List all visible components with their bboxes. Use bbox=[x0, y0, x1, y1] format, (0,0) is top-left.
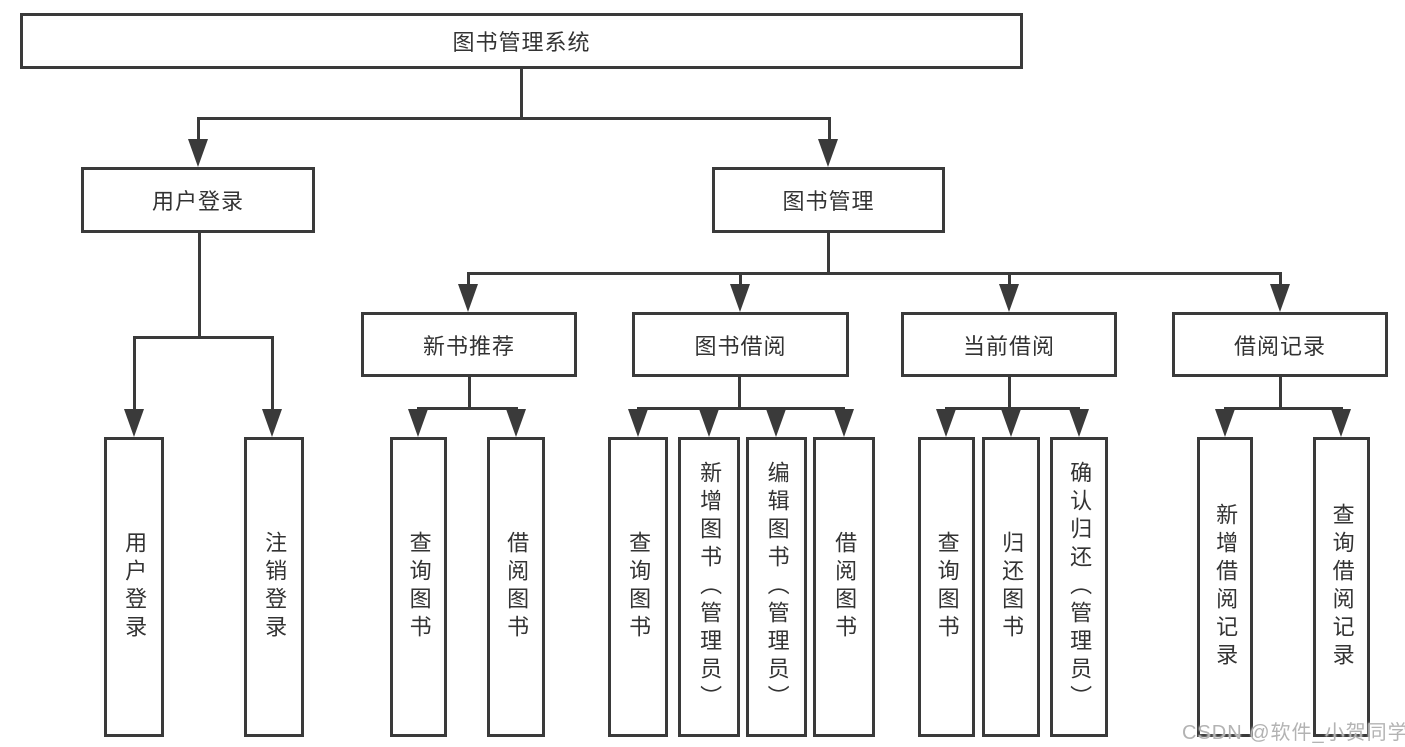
arrowhead-icon bbox=[834, 409, 854, 437]
node-current-borrowing: 当前借阅 bbox=[901, 312, 1117, 377]
arrowhead-icon bbox=[1069, 409, 1089, 437]
arrowhead-icon bbox=[730, 284, 750, 312]
connector-line bbox=[739, 272, 742, 286]
connector-line bbox=[1008, 272, 1011, 286]
connector-line bbox=[1008, 377, 1011, 410]
leaf-label: 注销登录 bbox=[262, 531, 288, 643]
leaf-label: 查询图书 bbox=[934, 531, 960, 643]
leaf-label: 新增图书（管理员） bbox=[697, 461, 723, 713]
leaf-label: 借阅图书 bbox=[504, 531, 530, 643]
leaf-logout: 注销登录 bbox=[244, 437, 304, 737]
arrowhead-icon bbox=[262, 409, 282, 437]
node-library-system: 图书管理系统 bbox=[20, 13, 1023, 69]
connector-line bbox=[197, 117, 200, 143]
arrowhead-icon bbox=[458, 284, 478, 312]
node-new-book-recommend: 新书推荐 bbox=[361, 312, 577, 377]
connector-line bbox=[467, 272, 470, 286]
leaf-borrow-books-recommend: 借阅图书 bbox=[487, 437, 545, 737]
node-book-management: 图书管理 bbox=[712, 167, 945, 233]
leaf-query-borrow-record: 查询借阅记录 bbox=[1313, 437, 1370, 737]
leaf-borrow-books-borrowing: 借阅图书 bbox=[813, 437, 875, 737]
arrowhead-icon bbox=[1270, 284, 1290, 312]
arrowhead-icon bbox=[999, 284, 1019, 312]
leaf-label: 用户登录 bbox=[122, 531, 148, 643]
watermark: CSDN @软件_小贺同学 bbox=[1182, 722, 1405, 744]
leaf-edit-book-admin: 编辑图书（管理员） bbox=[746, 437, 807, 737]
connector-line bbox=[133, 336, 136, 411]
connector-line bbox=[467, 272, 1282, 275]
arrowhead-icon bbox=[188, 139, 208, 167]
connector-line bbox=[133, 336, 274, 339]
arrowhead-icon bbox=[936, 409, 956, 437]
leaf-label: 查询图书 bbox=[626, 531, 652, 643]
arrowhead-icon bbox=[699, 409, 719, 437]
connector-line bbox=[1279, 272, 1282, 286]
arrowhead-icon bbox=[506, 409, 526, 437]
leaf-user-login: 用户登录 bbox=[104, 437, 164, 737]
connector-line bbox=[271, 336, 274, 411]
arrowhead-icon bbox=[628, 409, 648, 437]
arrowhead-icon bbox=[1215, 409, 1235, 437]
leaf-add-borrow-record: 新增借阅记录 bbox=[1197, 437, 1253, 737]
connector-line bbox=[945, 407, 1080, 410]
leaf-add-book-admin: 新增图书（管理员） bbox=[678, 437, 740, 737]
leaf-label: 查询借阅记录 bbox=[1329, 503, 1355, 671]
arrowhead-icon bbox=[1001, 409, 1021, 437]
leaf-label: 借阅图书 bbox=[832, 531, 858, 643]
connector-line bbox=[1279, 377, 1282, 410]
leaf-query-books-recommend: 查询图书 bbox=[390, 437, 447, 737]
connector-line bbox=[637, 407, 845, 410]
leaf-query-books-current: 查询图书 bbox=[918, 437, 975, 737]
node-book-borrowing: 图书借阅 bbox=[632, 312, 849, 377]
connector-line bbox=[828, 117, 831, 143]
connector-line bbox=[1224, 407, 1343, 410]
connector-line bbox=[198, 233, 201, 339]
connector-line bbox=[520, 69, 523, 119]
node-user-login: 用户登录 bbox=[81, 167, 315, 233]
connector-line bbox=[417, 407, 518, 410]
arrowhead-icon bbox=[1331, 409, 1351, 437]
leaf-label: 新增借阅记录 bbox=[1213, 503, 1239, 671]
leaf-return-books: 归还图书 bbox=[982, 437, 1040, 737]
arrowhead-icon bbox=[408, 409, 428, 437]
connector-line bbox=[468, 377, 471, 410]
leaf-label: 归还图书 bbox=[999, 531, 1025, 643]
arrowhead-icon bbox=[124, 409, 144, 437]
leaf-label: 确认归还（管理员） bbox=[1067, 461, 1093, 713]
leaf-confirm-return-admin: 确认归还（管理员） bbox=[1050, 437, 1108, 737]
leaf-label: 查询图书 bbox=[406, 531, 432, 643]
arrowhead-icon bbox=[766, 409, 786, 437]
leaf-label: 编辑图书（管理员） bbox=[764, 461, 790, 713]
connector-line bbox=[738, 377, 741, 410]
node-borrowing-records: 借阅记录 bbox=[1172, 312, 1388, 377]
leaf-query-books-borrowing: 查询图书 bbox=[608, 437, 668, 737]
connector-line bbox=[827, 233, 830, 275]
connector-line bbox=[197, 117, 831, 120]
arrowhead-icon bbox=[818, 139, 838, 167]
